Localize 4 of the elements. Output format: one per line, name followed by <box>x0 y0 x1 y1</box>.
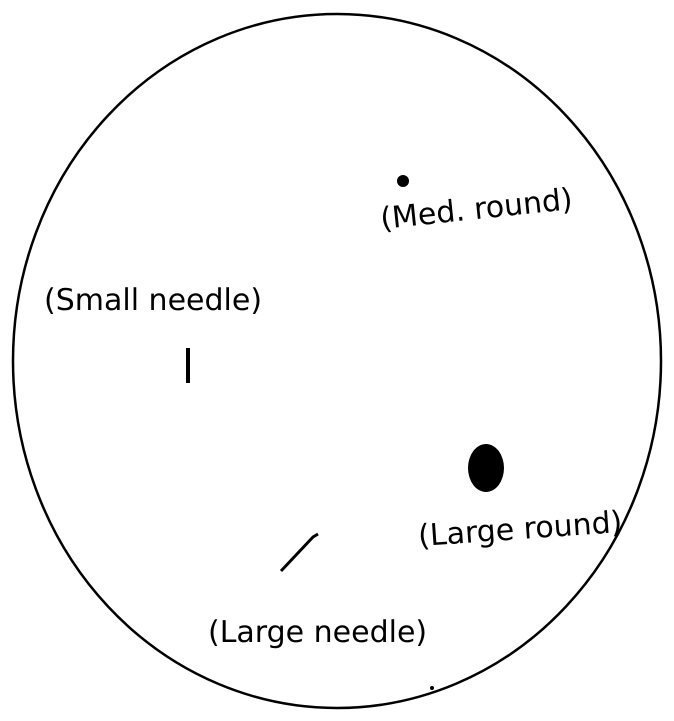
particle-label: (Large round) <box>417 504 624 554</box>
particle-label: (Large needle) <box>208 615 428 650</box>
particle-label: (Med. round) <box>378 182 574 237</box>
particle-label: (Small needle) <box>44 283 262 318</box>
